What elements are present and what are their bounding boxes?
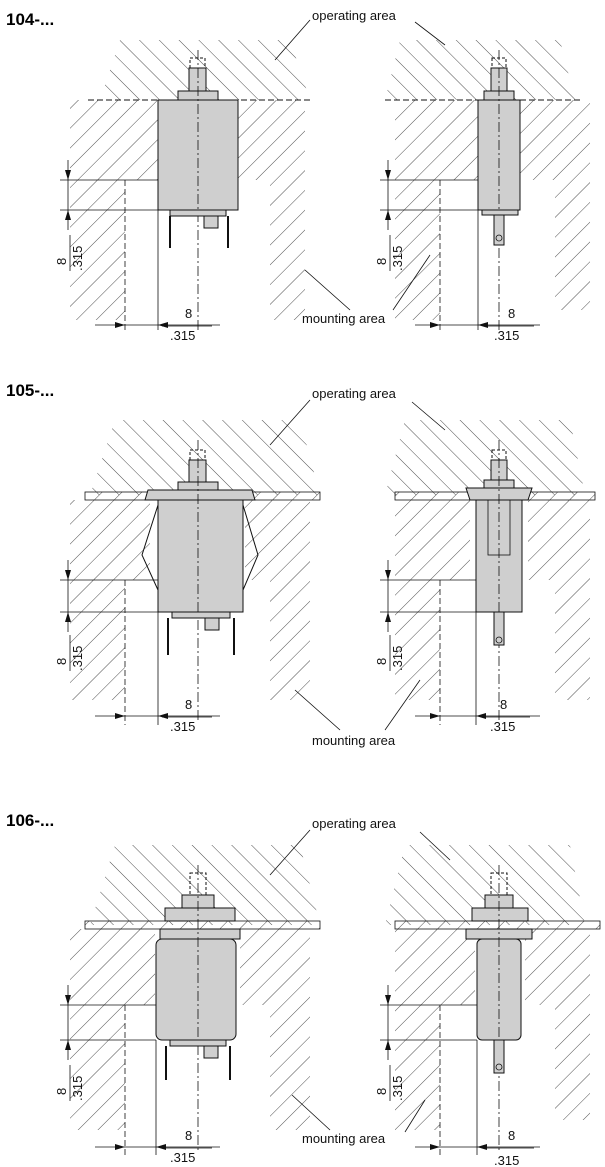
dim-bottom-metric: 8 bbox=[185, 306, 192, 321]
dim-left-imperial: .315 bbox=[70, 1076, 85, 1101]
operating-area-label: operating area bbox=[312, 816, 397, 831]
dim-bottom-imperial: .315 bbox=[494, 328, 519, 343]
section-106: 106-... operating area 8 .315 bbox=[6, 811, 601, 1167]
dim-right-metric: 8 bbox=[374, 258, 389, 265]
dim-left-metric: 8 bbox=[54, 658, 69, 665]
push-button bbox=[188, 67, 207, 92]
section-title: 105-... bbox=[6, 381, 54, 400]
mounting-area-label: mounting area bbox=[302, 311, 386, 326]
dim-bottom-imperial: .315 bbox=[170, 719, 195, 734]
dim-left-metric: 8 bbox=[54, 1088, 69, 1095]
dim-right-imperial: .315 bbox=[390, 246, 405, 271]
dim-bottom-metric: 8 bbox=[185, 1128, 192, 1143]
section-105: 105-... operating area 8 .315 bbox=[6, 381, 596, 748]
dim-left-imperial: .315 bbox=[70, 646, 85, 671]
mounting-area-label: mounting area bbox=[312, 733, 396, 748]
dim-right-metric: 8 bbox=[374, 658, 389, 665]
dim-right-imperial: .315 bbox=[390, 1076, 405, 1101]
section-title: 106-... bbox=[6, 811, 54, 830]
dim-bottom-imperial: .315 bbox=[494, 1153, 519, 1167]
breaker-body bbox=[155, 938, 237, 1041]
section-104: 104-... 8 .315 8 .315 bbox=[6, 8, 590, 343]
section-title: 104-... bbox=[6, 10, 54, 29]
dim-bottom-imperial: .315 bbox=[170, 1150, 195, 1165]
dim-bottom-metric: 8 bbox=[508, 1128, 515, 1143]
dim-right-metric: 8 bbox=[374, 1088, 389, 1095]
operating-area-label: operating area bbox=[312, 386, 397, 401]
dim-left-metric: 8 bbox=[54, 258, 69, 265]
mounting-area-label: mounting area bbox=[302, 1131, 386, 1146]
dim-bottom-metric: 8 bbox=[185, 697, 192, 712]
dim-bottom-metric: 8 bbox=[508, 306, 515, 321]
breaker-body bbox=[476, 938, 522, 1041]
dim-bottom-imperial: .315 bbox=[490, 719, 515, 734]
dim-bottom-metric: 8 bbox=[500, 697, 507, 712]
dim-left-imperial: .315 bbox=[70, 246, 85, 271]
operating-area-label: operating area bbox=[312, 8, 397, 23]
breaker-body bbox=[157, 499, 244, 613]
dim-bottom-imperial: .315 bbox=[170, 328, 195, 343]
dim-right-imperial: .315 bbox=[390, 646, 405, 671]
mounting-area-hatch bbox=[238, 100, 305, 320]
